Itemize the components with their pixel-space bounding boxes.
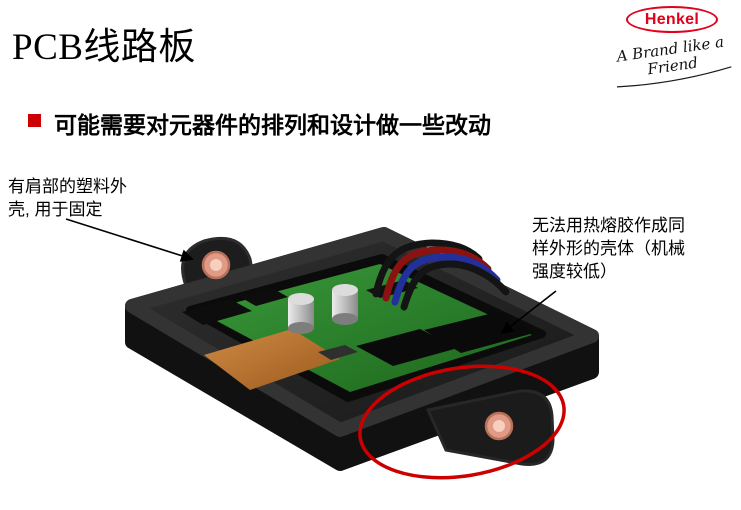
henkel-logo-oval: Henkel bbox=[626, 6, 718, 33]
capacitor bbox=[288, 293, 314, 334]
henkel-logo: Henkel A Brand like a Friend bbox=[604, 6, 740, 88]
henkel-tagline: A Brand like a Friend bbox=[602, 32, 741, 92]
ic-chip-medium bbox=[356, 329, 458, 366]
ic-chip-small bbox=[318, 345, 358, 360]
wire-black bbox=[400, 260, 510, 311]
bullet-square-icon bbox=[28, 114, 41, 127]
page-title: PCB线路板 bbox=[12, 27, 196, 68]
wire-black bbox=[372, 239, 483, 298]
henkel-logo-text: Henkel bbox=[644, 10, 700, 28]
tagline-underline-flourish bbox=[616, 66, 732, 88]
pcb-cutout bbox=[182, 299, 252, 325]
pcb-cutout bbox=[240, 288, 288, 306]
bullet-text: 可能需要对元器件的排列和设计做一些改动 bbox=[54, 112, 491, 138]
callout-arrow-right bbox=[500, 290, 557, 335]
copper-pad bbox=[204, 329, 340, 390]
mounting-hole-bottom-right bbox=[484, 411, 514, 441]
wire-bundle bbox=[372, 239, 510, 311]
capacitor bbox=[332, 284, 358, 325]
highlight-ellipse bbox=[358, 364, 566, 480]
callout-left: 有肩部的塑料外 壳, 用于固定 bbox=[8, 177, 127, 219]
mounting-hole-top-left bbox=[201, 250, 231, 280]
callout-arrow-left bbox=[65, 218, 194, 262]
wire-blue bbox=[391, 253, 501, 306]
bullet-item: 可能需要对元器件的排列和设计做一些改动 bbox=[28, 106, 708, 140]
callout-right: 无法用热熔胶作成同 样外形的壳体（机械 强度较低） bbox=[532, 216, 685, 281]
wire-red bbox=[382, 246, 492, 302]
